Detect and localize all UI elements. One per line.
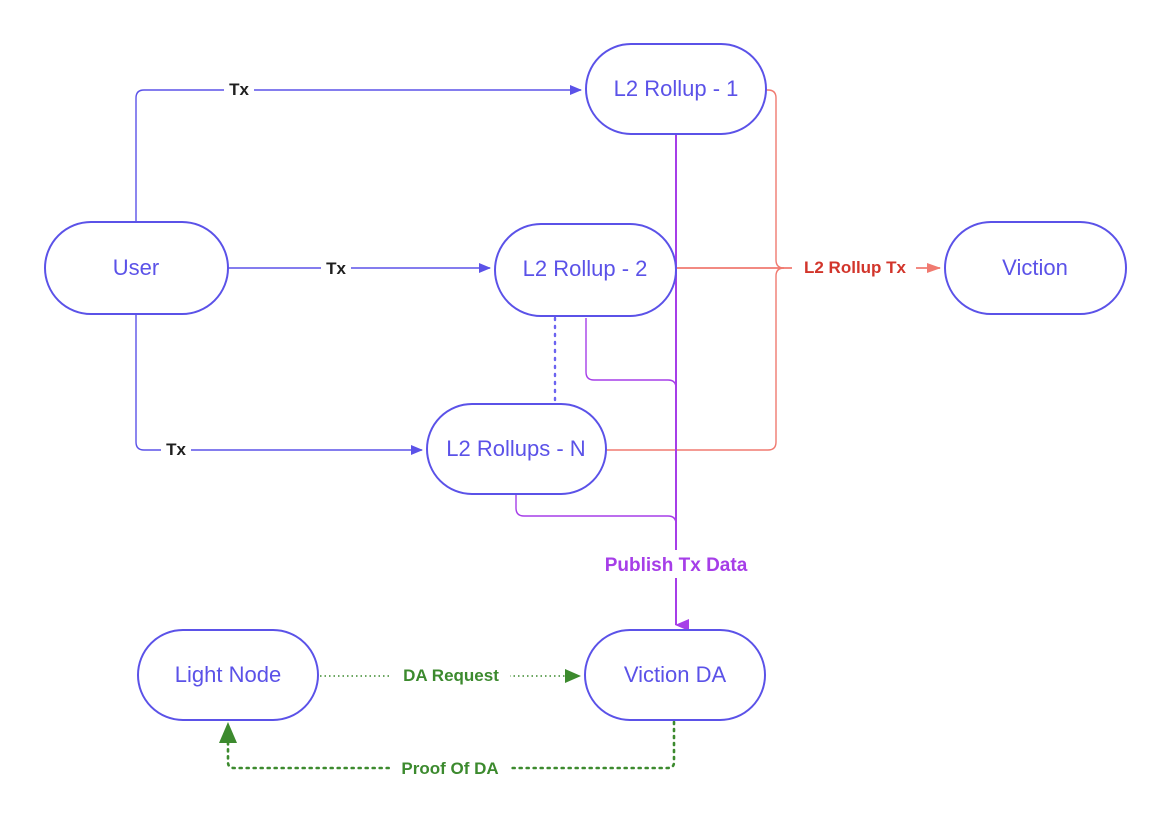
tx-edge-to-rollup-1: Tx (135, 78, 582, 222)
node-rollup-2: L2 Rollup - 2 (494, 223, 677, 317)
da-request-label: DA Request (403, 666, 499, 685)
node-rollup-1-label: L2 Rollup - 1 (614, 76, 739, 101)
node-viction: Viction (944, 221, 1127, 315)
node-light-node: Light Node (137, 629, 319, 721)
publish-tx-data-label: Publish Tx Data (605, 555, 748, 576)
node-light-node-label: Light Node (175, 662, 281, 687)
node-rollup-n-label: L2 Rollups - N (446, 436, 585, 461)
publish-tx-data-edges: Publish Tx Data (515, 135, 768, 631)
node-viction-da-label: Viction DA (624, 662, 727, 687)
proof-of-da-edge: Proof Of DA (219, 720, 676, 780)
tx-label-mid: Tx (326, 259, 346, 278)
node-rollup-1: L2 Rollup - 1 (585, 43, 767, 135)
node-viction-da: Viction DA (584, 629, 766, 721)
tx-label-bottom: Tx (166, 440, 186, 459)
proof-of-da-label: Proof Of DA (401, 759, 498, 778)
node-rollup-n: L2 Rollups - N (426, 403, 607, 495)
da-request-edge: DA Request (320, 662, 581, 688)
rollup-tx-label: L2 Rollup Tx (804, 258, 907, 277)
node-viction-label: Viction (1002, 255, 1068, 280)
rollup-tx-edges: L2 Rollup Tx (606, 89, 941, 451)
tx-edge-to-rollup-n: Tx (135, 314, 423, 460)
node-user-label: User (113, 255, 159, 280)
tx-label-top: Tx (229, 80, 249, 99)
tx-edge-to-rollup-2: Tx (228, 256, 491, 278)
node-user: User (44, 221, 229, 315)
node-rollup-2-label: L2 Rollup - 2 (523, 256, 648, 281)
